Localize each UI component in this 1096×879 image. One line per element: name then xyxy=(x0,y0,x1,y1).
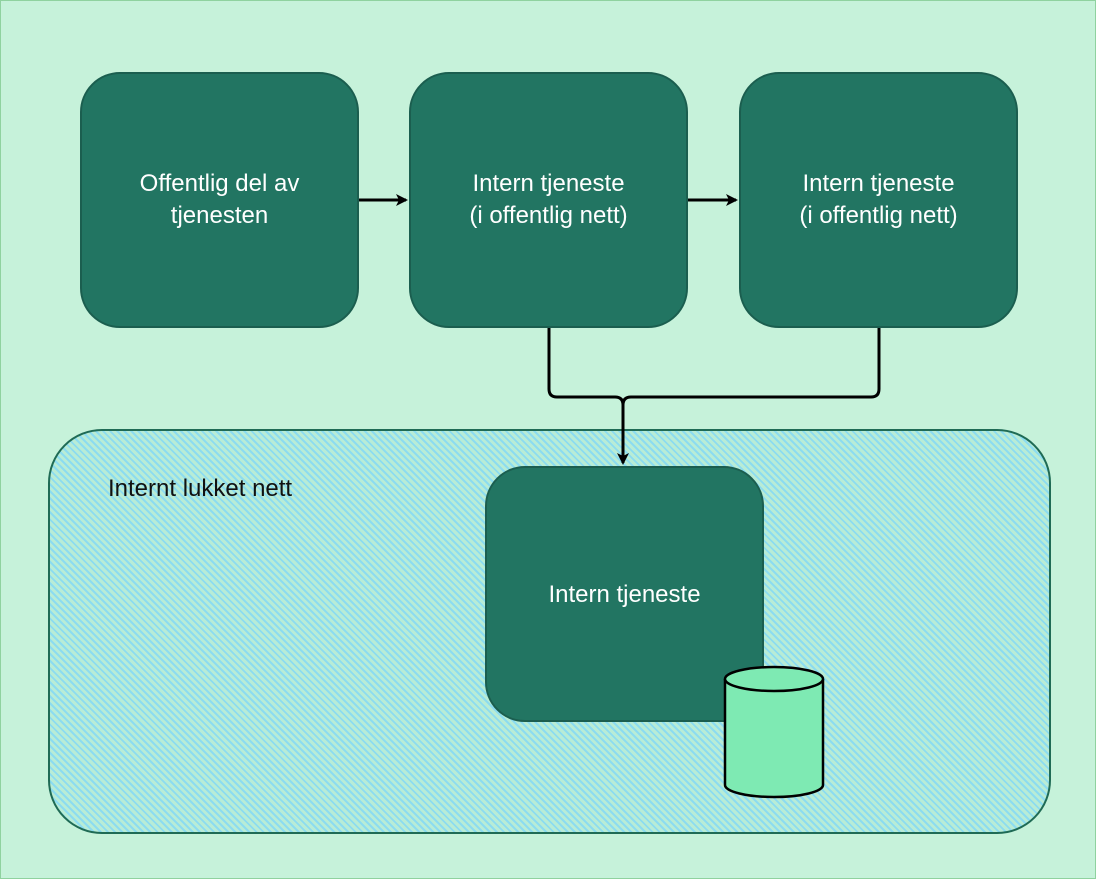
internal-service-node-2[interactable]: Intern tjeneste (i offentlig nett) xyxy=(739,72,1018,328)
public-service-label-line-1: Offentlig del av xyxy=(139,170,300,197)
internal-service-closed-label: Intern tjeneste xyxy=(548,581,701,608)
public-service-label: Offentlig del av tjenesten xyxy=(140,168,300,232)
internal-service-1-label-line-2: (i offentlig nett) xyxy=(469,202,628,229)
internal-service-1-label-line-1: Intern tjeneste xyxy=(472,170,625,197)
public-service-label-line-2: tjenesten xyxy=(170,202,269,229)
database-cylinder-icon xyxy=(723,665,825,799)
edge-internal-2-to-closed xyxy=(621,328,881,406)
closed-network-label: Internt lukket nett xyxy=(108,475,293,502)
internal-service-closed-node[interactable]: Intern tjeneste xyxy=(485,466,764,722)
internal-service-2-label: Intern tjeneste (i offentlig nett) xyxy=(799,168,957,232)
internal-service-2-label-line-1: Intern tjeneste xyxy=(802,170,955,197)
public-service-node[interactable]: Offentlig del av tjenesten xyxy=(80,72,359,328)
internal-service-1-label: Intern tjeneste (i offentlig nett) xyxy=(469,168,627,232)
internal-service-node-1[interactable]: Intern tjeneste (i offentlig nett) xyxy=(409,72,688,328)
internal-service-2-label-line-2: (i offentlig nett) xyxy=(799,202,958,229)
